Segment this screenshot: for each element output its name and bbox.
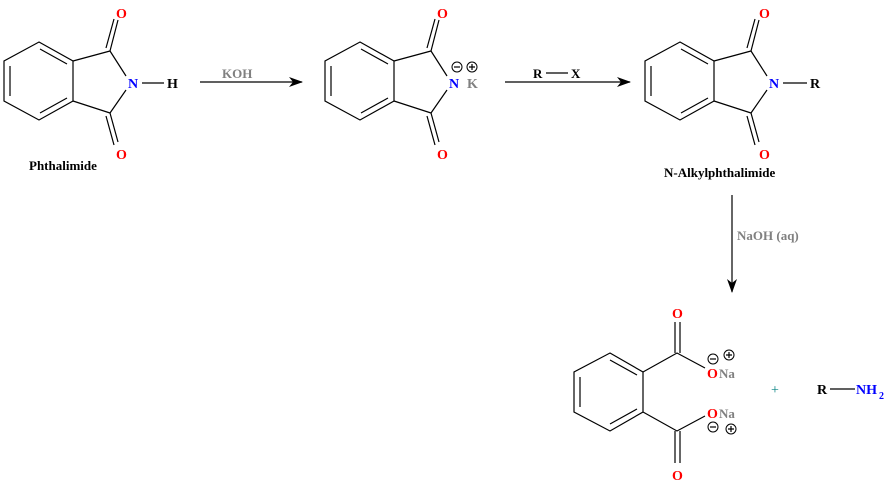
sodium-phthalate-molecule: O O Na O Na O bbox=[573, 307, 737, 482]
subscript-2: 2 bbox=[879, 391, 884, 402]
atom-n: N bbox=[769, 77, 779, 92]
n-alkylphthalimide-molecule: O N R O bbox=[644, 7, 821, 163]
atom-h: H bbox=[167, 77, 178, 92]
atom-o: O bbox=[707, 407, 718, 422]
potassium-phthalimide-molecule: O N K O bbox=[324, 7, 478, 163]
atom-o: O bbox=[759, 148, 770, 163]
positive-charge-icon bbox=[723, 349, 735, 361]
atom-r: R bbox=[810, 77, 821, 92]
negative-charge-icon bbox=[451, 61, 463, 73]
atom-n: N bbox=[128, 77, 138, 92]
phthalimide-molecule: O N H O Phthalimide bbox=[3, 7, 178, 173]
atom-o: O bbox=[437, 148, 448, 163]
atom-o: O bbox=[672, 469, 683, 482]
atom-o: O bbox=[672, 307, 683, 322]
atom-na: Na bbox=[719, 366, 735, 381]
positive-charge-icon bbox=[466, 61, 478, 73]
atom-o: O bbox=[437, 7, 448, 22]
atom-nh: NH bbox=[856, 383, 877, 398]
atom-o: O bbox=[116, 7, 127, 22]
atom-na: Na bbox=[719, 406, 735, 421]
halide-x: X bbox=[571, 66, 581, 81]
reagent-koh: KOH bbox=[222, 66, 252, 81]
primary-amine: R NH 2 bbox=[817, 383, 884, 402]
positive-charge-icon bbox=[725, 423, 737, 435]
reagent-naoh: NaOH (aq) bbox=[737, 228, 799, 243]
phthalimide-label: Phthalimide bbox=[29, 158, 97, 173]
atom-o: O bbox=[707, 367, 718, 382]
atom-n: N bbox=[449, 77, 459, 92]
plus-sign: + bbox=[771, 383, 779, 398]
negative-charge-icon bbox=[707, 353, 719, 365]
atom-o: O bbox=[759, 7, 770, 22]
atom-o: O bbox=[116, 148, 127, 163]
atom-k: K bbox=[467, 77, 478, 92]
atom-r: R bbox=[817, 383, 828, 398]
n-alkylphthalimide-label: N-Alkylphthalimide bbox=[664, 165, 775, 180]
alkyl-r: R bbox=[533, 66, 543, 81]
negative-charge-icon bbox=[707, 421, 719, 433]
